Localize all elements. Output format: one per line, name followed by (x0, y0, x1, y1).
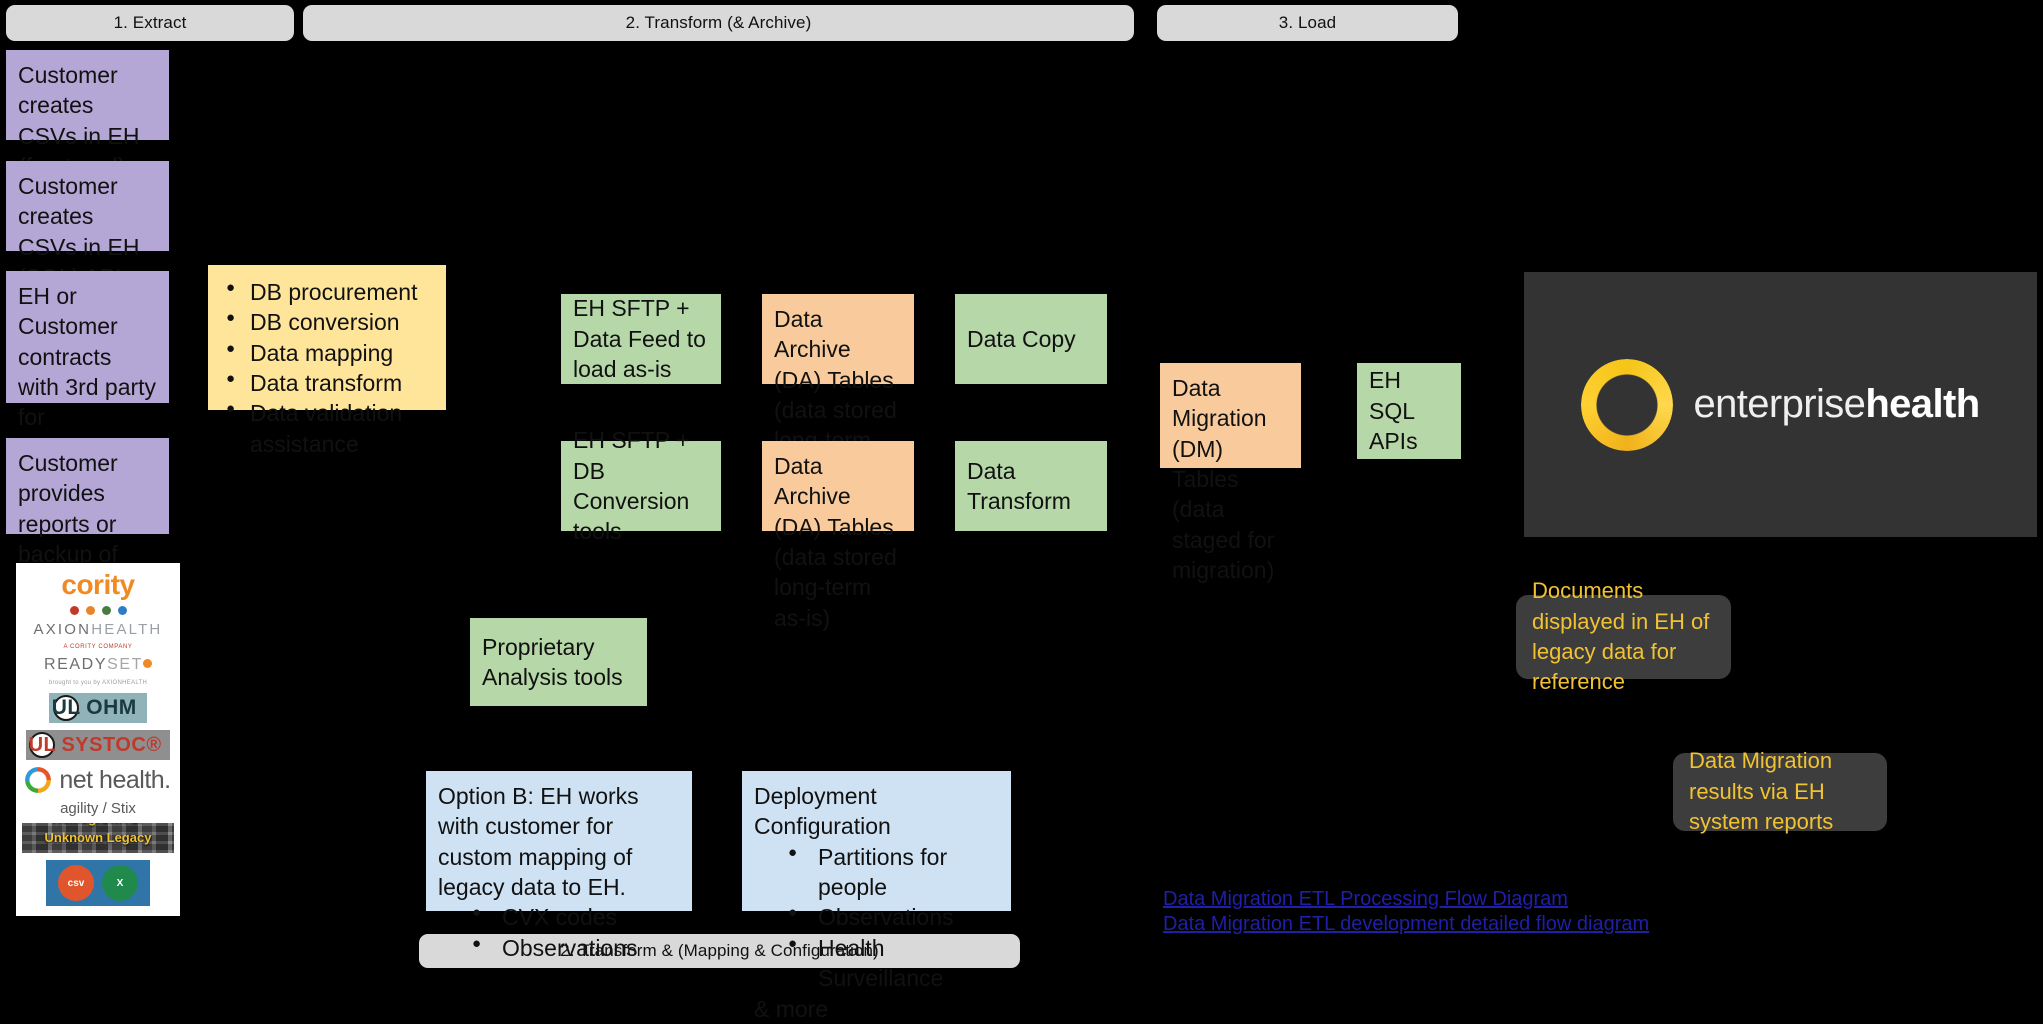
phase-label: 2. Transform (& Archive) (625, 13, 812, 32)
extract-box-legacy-reports: Customer provides reports or backup of L… (6, 438, 169, 628)
enterprise-health-brand-panel: enterprisehealth (1524, 272, 2037, 537)
box-text: Data Transform (967, 457, 1071, 514)
readyset-tagline: brought to you by AXIONHEALTH (48, 680, 148, 686)
list-item: Health Surveillance (754, 932, 999, 994)
csv-file-icon: csv (58, 865, 94, 901)
transform-box-sftp-datafeed: EH SFTP + Data Feed to load as-is (561, 294, 721, 384)
transform-box-data-transform: Data Transform (955, 441, 1107, 531)
ul-badge-icon: UL (29, 732, 56, 758)
deployment-heading: Deployment Configuration (754, 783, 891, 840)
sunburst-logo-icon (1581, 358, 1674, 451)
nethealth-text: net health. (59, 765, 171, 794)
mapping-box-deployment-configuration: Deployment Configuration Partitions for … (742, 771, 1011, 1022)
list-item: Data transform (220, 367, 434, 398)
box-text: Data Migration (DM) Tables (data staged … (1172, 375, 1275, 584)
ohm-logo: UL OHM (49, 693, 147, 723)
load-box-dm-tables: Data Migration (DM) Tables (data staged … (1160, 363, 1301, 583)
extract-box-third-party: EH or Customer contracts with 3rd party … (6, 271, 169, 491)
callout-text: Documents displayed in EH of legacy data… (1532, 578, 1710, 695)
phase-header-transform: 2. Transform (& Archive) (303, 5, 1134, 41)
legacy-system-caption: Homegrown or Unknown Legacy System (44, 823, 152, 853)
box-text: Data Copy (967, 325, 1076, 352)
enterprise-health-logo: enterprisehealth (1581, 358, 1980, 451)
list-item: DB conversion (220, 306, 434, 337)
phase-header-load: 3. Load (1157, 5, 1458, 41)
readyset-prefix: READY (43, 656, 108, 673)
deployment-list: Partitions for people Observations Healt… (754, 841, 999, 994)
extract-box-csv-frontend: Customer creates CSVs in EH (front-end) … (6, 50, 169, 209)
extract-box-csv-sql: Customer creates CSVs in EH (SQL) API fo… (6, 161, 169, 320)
transform-box-data-archive-1: Data Archive (DA) Tables (data stored lo… (762, 294, 914, 484)
nethealth-subtitle: agility / Stix (60, 800, 136, 817)
transform-box-data-copy: Data Copy (955, 294, 1107, 384)
box-text: EH SQL APIs (1369, 367, 1418, 455)
excel-file-icon: X (102, 865, 138, 901)
list-item: Observations (754, 901, 999, 932)
readyset-logo: READYSET (43, 656, 153, 673)
list-item: Data validation assistance (220, 397, 434, 459)
option-b-list: CVX codes Observations (438, 901, 680, 963)
deployment-footer: & more (754, 995, 829, 1022)
file-format-icons: csv X (46, 860, 150, 906)
callout-documents-displayed: Documents displayed in EH of legacy data… (1516, 578, 1731, 694)
related-diagram-links: Data Migration ETL Processing Flow Diagr… (1163, 888, 1649, 936)
legacy-vendor-logo-panel: cority AXIONHEALTH A CORITY COMPANY READ… (16, 563, 180, 916)
axionhealth-logo: AXIONHEALTH (34, 622, 163, 637)
systoc-text: SYSTOC® (61, 733, 162, 756)
phase-label: 3. Load (1278, 13, 1337, 32)
axion-suffix: HEALTH (91, 621, 163, 638)
readyset-suffix: SET (107, 656, 144, 673)
third-party-services-list: DB procurement DB conversion Data mappin… (220, 276, 434, 459)
nethealth-logo: net health. (25, 765, 171, 794)
diagram-canvas: 1. Extract 2. Transform (& Archive) 3. L… (0, 0, 2043, 976)
box-text: Proprietary Analysis tools (482, 633, 623, 690)
third-party-services-box: DB procurement DB conversion Data mappin… (208, 265, 446, 457)
list-item: Observations (438, 932, 680, 963)
callout-text: Data Migration results via EH system rep… (1689, 748, 1834, 835)
box-text: Data Archive (DA) Tables (data stored lo… (774, 453, 897, 631)
list-item: Partitions for people (754, 841, 999, 903)
ohm-text: OHM (86, 696, 137, 719)
callout-dm-results: Data Migration results via EH system rep… (1673, 748, 1887, 834)
option-b-heading: Option B: EH works with customer for cus… (438, 783, 639, 901)
legacy-system-photo: Homegrown or Unknown Legacy System (22, 823, 174, 853)
axion-prefix: AXION (33, 621, 92, 638)
readyset-dot-icon (143, 659, 153, 668)
systoc-logo: UL SYSTOC® (26, 730, 170, 760)
list-item: Data mapping (220, 337, 434, 368)
box-text: EH SFTP + Data Feed to load as-is (573, 295, 706, 383)
cority-logo: cority (61, 569, 135, 600)
load-box-eh-sql-apis: EH SQL APIs (1357, 363, 1461, 459)
link-etl-detailed-flow[interactable]: Data Migration ETL development detailed … (1163, 913, 1650, 935)
mapping-box-option-b: Option B: EH works with customer for cus… (426, 771, 692, 961)
nethealth-mark-icon (25, 767, 52, 793)
link-etl-processing-flow[interactable]: Data Migration ETL Processing Flow Diagr… (1163, 888, 1568, 910)
brand-word-light: enterprise (1693, 382, 1866, 426)
list-item: CVX codes (438, 901, 680, 932)
phase-header-extract: 1. Extract (6, 5, 294, 41)
axion-tagline: A CORITY COMPANY (63, 644, 133, 650)
transform-box-data-archive-2: Data Archive (DA) Tables (data stored lo… (762, 441, 914, 631)
phase-label: 1. Extract (113, 13, 187, 32)
ul-badge-icon: UL (51, 695, 81, 721)
transform-box-proprietary-tools: Proprietary Analysis tools (470, 618, 647, 706)
axion-dots-icon (69, 606, 127, 615)
enterprise-health-wordmark: enterprisehealth (1693, 382, 1980, 427)
transform-box-sftp-dbconversion: EH SFTP + DB Conversion tools (561, 427, 721, 544)
box-text: EH SFTP + DB Conversion tools (573, 427, 690, 545)
list-item: DB procurement (220, 276, 434, 307)
brand-word-bold: health (1865, 382, 1980, 426)
